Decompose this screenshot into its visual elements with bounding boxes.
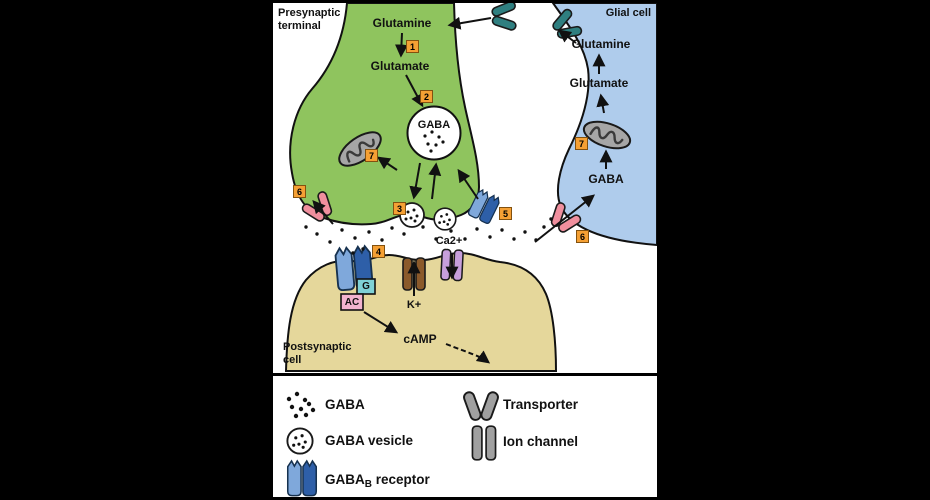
legend-gabab-receptor-text: receptor (371, 472, 430, 487)
gaba-vesicle-right (433, 207, 457, 231)
g-protein-box (356, 278, 376, 295)
step-badge-1: 1 (406, 40, 419, 53)
step-badge-7-glial: 7 (575, 137, 588, 150)
label-adenylyl-cyclase: AC (344, 297, 360, 308)
legend-label-gaba: GABA (325, 397, 365, 412)
label-presynaptic-terminal: Presynaptic terminal (278, 7, 340, 33)
step-badge-5: 5 (499, 207, 512, 220)
arrow-reuptake-presynaptic (312, 200, 334, 225)
step-badge-6-presynaptic: 6 (293, 185, 306, 198)
label-postsynaptic-line2: cell (283, 354, 302, 367)
arrow-vesicle-to-gaba (428, 162, 442, 200)
arrow-autoreceptor-signal (457, 168, 479, 200)
label-glutamine-presynaptic: Glutamine (372, 16, 432, 30)
arrow-uptake-glial (534, 194, 596, 243)
legend-label-gaba-vesicle: GABA vesicle (325, 433, 414, 448)
diagram-panel: Presynaptic terminal Glial cell Postsyna… (270, 0, 660, 500)
step-badge-4: 4 (372, 245, 385, 258)
legend-separator (273, 373, 657, 376)
label-g-protein: G (362, 281, 370, 292)
legend-gaba-dots-icon (286, 391, 316, 419)
step-badge-2: 2 (420, 90, 433, 103)
legend-transporter-icon (461, 389, 501, 423)
legend-ion-channel-icon (471, 425, 497, 461)
step-badge-6-glial: 6 (576, 230, 589, 243)
arrows (312, 16, 613, 364)
arrow-glutamine-to-glutamate (394, 32, 408, 58)
label-camp: cAMP (403, 332, 437, 346)
label-glutamate-glial: Glutamate (569, 76, 629, 90)
legend-label-gabab-receptor: GABAB receptor (325, 472, 430, 490)
step-badge-7-presynaptic: 7 (365, 149, 378, 162)
arrow-ac-to-camp (363, 311, 399, 334)
legend-gaba-vesicle-icon (286, 427, 314, 455)
gaba-pool-circle (406, 105, 462, 161)
label-postsynaptic-line1: Postsynaptic (283, 341, 352, 353)
label-potassium: K+ (406, 299, 422, 311)
label-postsynaptic-cell: Postsynaptic cell (283, 341, 351, 367)
arrow-camp-downstream (445, 343, 491, 364)
legend-label-transporter: Transporter (503, 397, 579, 412)
arrow-gaba-to-vesicle (409, 162, 423, 200)
arrow-glutamine-import-presynaptic (447, 16, 492, 30)
glutamine-transporter-presynaptic (489, 3, 518, 33)
label-glial-cell: Glial cell (605, 7, 651, 19)
legend-gabab-receptor-icon (286, 460, 318, 497)
synapse-diagram-svg (273, 3, 657, 497)
arrow-gaba-to-mitochondrion (376, 156, 398, 171)
label-glutamine-glial: Glutamine (571, 37, 631, 51)
step-badge-3: 3 (393, 202, 406, 215)
arrow-glutamate-to-gaba (405, 74, 424, 108)
legend-label-ion-channel: Ion channel (503, 434, 579, 449)
label-presynaptic-line1: Presynaptic (278, 7, 341, 19)
label-presynaptic-line2: terminal (278, 20, 321, 33)
gaba-dots-cleft (304, 217, 553, 255)
adenylyl-cyclase-box (340, 293, 364, 311)
label-gaba-glial: GABA (588, 172, 624, 186)
legend-gabab-text: GABA (325, 472, 365, 487)
label-calcium-cleft: Ca2+ (435, 235, 463, 247)
arrow-mito-to-glutamate-glial (596, 93, 610, 114)
label-gaba-pool: GABA (417, 119, 451, 131)
label-glutamate-presynaptic: Glutamate (370, 59, 430, 73)
legend-gabab-subscript: B (364, 479, 372, 490)
arrow-glutamine-export-glial (557, 29, 577, 44)
